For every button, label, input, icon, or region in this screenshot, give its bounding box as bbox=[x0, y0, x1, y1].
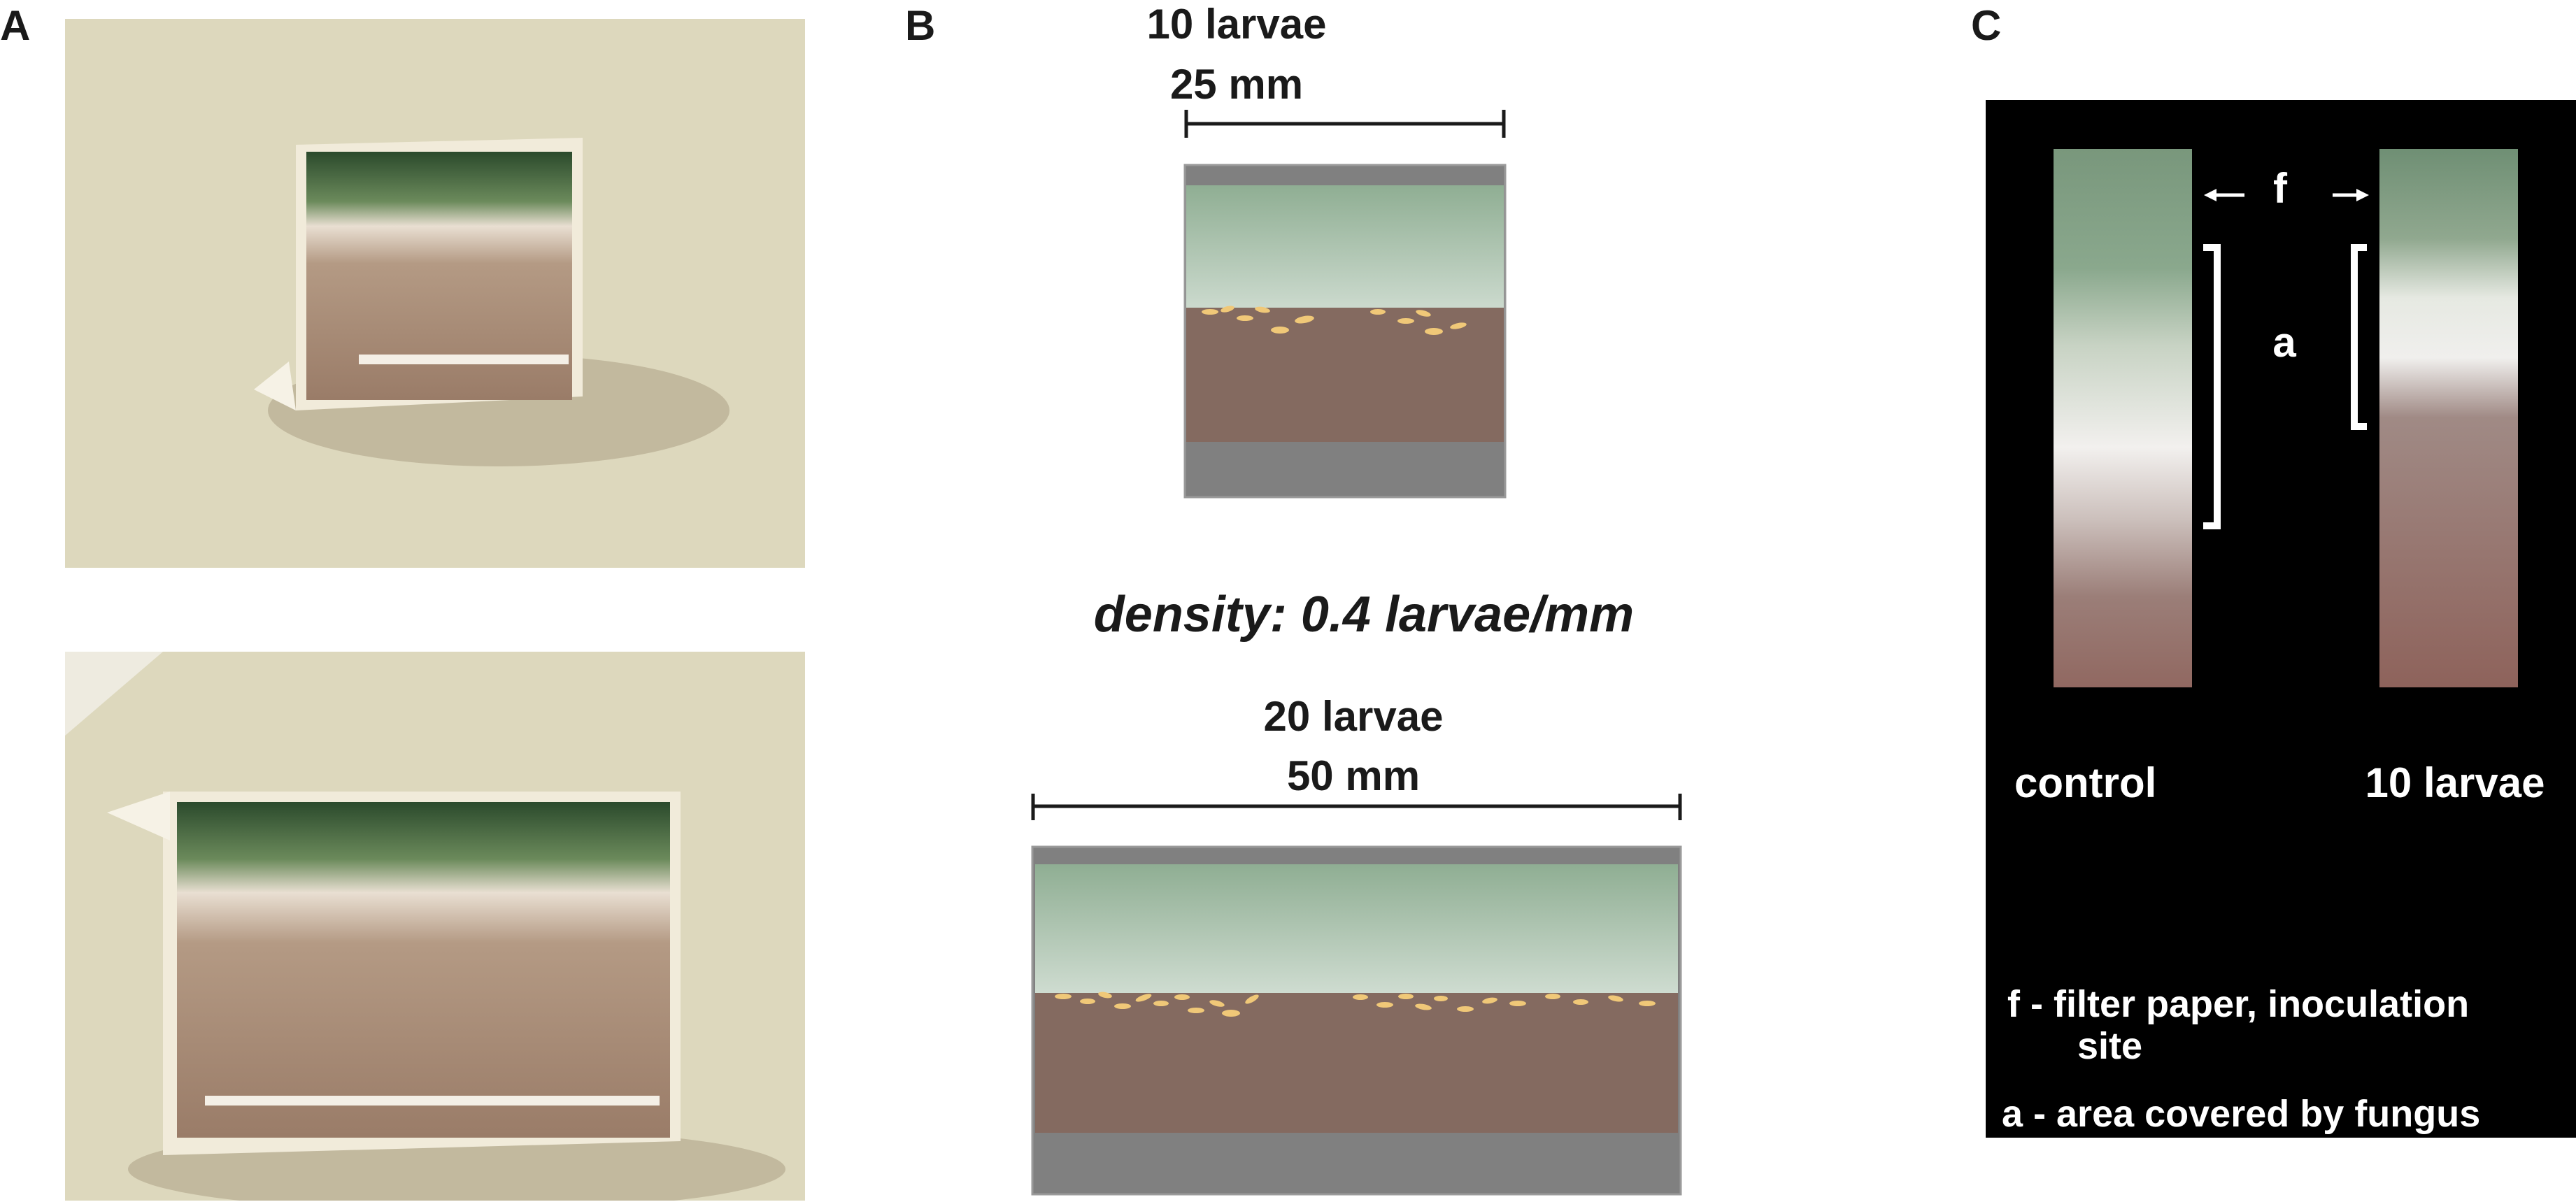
small-box-diagram bbox=[1183, 110, 1507, 499]
strip-label-larvae: 10 larvae bbox=[2365, 759, 2545, 806]
photo-small-container-image bbox=[65, 19, 805, 568]
control-strip bbox=[2054, 149, 2192, 687]
small-scale-bar bbox=[1184, 110, 1506, 138]
small-box-larvae-count: 10 larvae bbox=[1146, 1, 1327, 48]
larvae-strip bbox=[2379, 149, 2518, 687]
a-label: a bbox=[2272, 319, 2296, 366]
larvae-group-small bbox=[1202, 306, 1467, 335]
large-box-width-label: 50 mm bbox=[1286, 752, 1421, 799]
small-box-width-label: 25 mm bbox=[1169, 61, 1304, 108]
density-label: density: 0.4 larvae/mm bbox=[1093, 587, 1635, 643]
f-label: f bbox=[2273, 165, 2287, 212]
panel-letter-a: A bbox=[0, 2, 31, 49]
large-box-diagram bbox=[1031, 794, 1682, 1196]
large-scale-bar bbox=[1031, 794, 1682, 820]
larvae-bracket bbox=[2351, 244, 2367, 430]
control-bracket bbox=[2203, 244, 2221, 529]
strip-label-control: control bbox=[2014, 759, 2157, 806]
larvae-group-large bbox=[1055, 992, 1656, 1017]
panel-letter-c: C bbox=[1971, 2, 2002, 49]
panel-letter-b: B bbox=[905, 2, 936, 49]
strip-diagram bbox=[2054, 149, 2518, 687]
legend-a-line: a - area covered by fungus bbox=[2002, 1093, 2481, 1135]
photo-large-container bbox=[65, 652, 805, 1201]
photo-large-container-image bbox=[65, 652, 805, 1201]
large-box-larvae-count: 20 larvae bbox=[1263, 693, 1444, 740]
legend-f-line1: f - filter paper, inoculation bbox=[2007, 983, 2470, 1025]
photo-small-container bbox=[65, 19, 805, 568]
f-arrows bbox=[2204, 189, 2369, 201]
legend-f-line2: site bbox=[2077, 1025, 2143, 1067]
